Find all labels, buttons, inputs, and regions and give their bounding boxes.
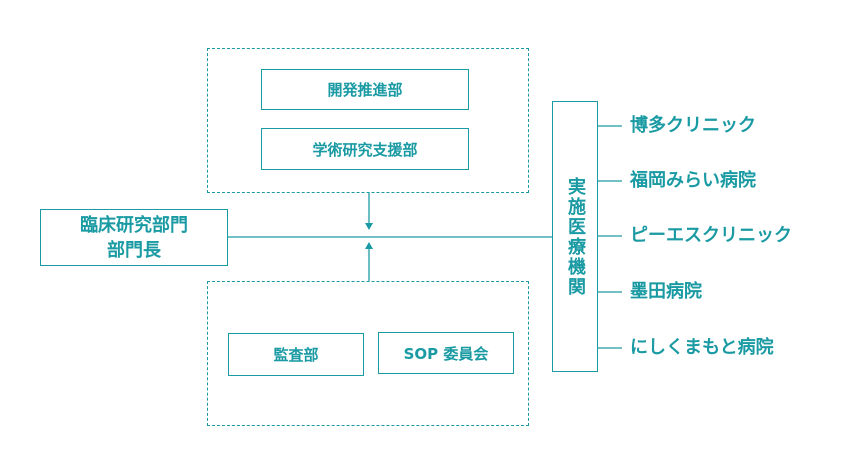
dept-head-line1: 臨床研究部門 (80, 214, 188, 236)
dept-label-audit: 監査部 (273, 346, 319, 364)
dept-label-development: 開発推進部 (327, 81, 403, 99)
dept-head-line2: 部門長 (107, 239, 161, 261)
upper-arrowhead (365, 223, 373, 230)
dept-head-box: 臨床研究部門 部門長 (40, 209, 228, 266)
lower-arrowhead (365, 242, 373, 249)
institution-item: 博多クリニック (630, 115, 756, 136)
implementing-org-box: 実施医療機関 (552, 101, 598, 372)
implementing-org-label: 実施医療機関 (565, 176, 586, 297)
dept-label-sop-committee: SOP 委員会 (403, 344, 489, 363)
institution-item: ピーエスクリニック (630, 225, 792, 246)
dept-box-audit: 監査部 (228, 333, 364, 376)
institution-item: 墨田病院 (630, 281, 702, 302)
dept-label-academic-support: 学術研究支援部 (312, 140, 418, 159)
upper-dept-group (207, 48, 529, 193)
dept-box-academic-support: 学術研究支援部 (261, 128, 469, 170)
lower-dept-group (207, 281, 529, 426)
dept-box-sop-committee: SOP 委員会 (378, 332, 514, 374)
institution-item: にしくまもと病院 (630, 337, 774, 358)
dept-box-development: 開発推進部 (261, 69, 469, 110)
institution-item: 福岡みらい病院 (630, 170, 756, 191)
